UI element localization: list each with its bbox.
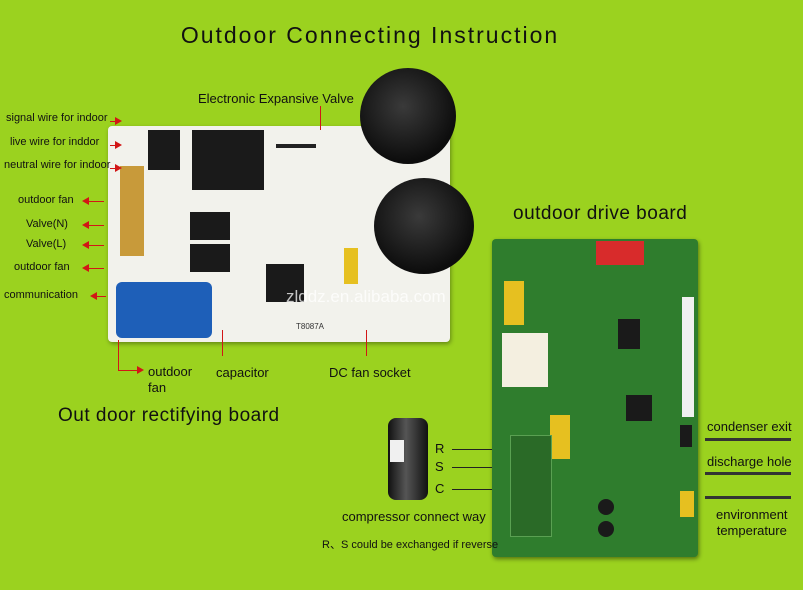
- label-valve-l: Valve(L): [26, 238, 67, 250]
- arrow-indicator: [110, 117, 122, 125]
- relay-component: [148, 130, 180, 170]
- compressor-caption: compressor connect way: [342, 509, 486, 524]
- connector: [682, 297, 694, 417]
- connector: [680, 425, 692, 447]
- terminal-s: S: [435, 459, 444, 474]
- arrow-indicator: [90, 292, 106, 300]
- label-condenser-exit: condenser exit: [707, 419, 792, 434]
- terminal-r: R: [435, 441, 445, 456]
- capacitor-component: [504, 281, 524, 325]
- label-live-wire: live wire for inddor: [10, 136, 100, 148]
- arrow-indicator: [110, 141, 122, 149]
- capacitor-component: [598, 499, 614, 515]
- terminal-line: [452, 449, 492, 450]
- capacitor-component: [550, 415, 570, 459]
- label-outdoor-fan-top: outdoor fan: [18, 194, 74, 206]
- label-environment-temperature: environment temperature: [716, 507, 788, 538]
- capacitor-component: [344, 248, 358, 284]
- label-expansion-valve: Electronic Expansive Valve: [198, 91, 354, 106]
- arrow-indicator: [222, 330, 223, 356]
- arrow-indicator: [110, 164, 122, 172]
- relay-component: [190, 212, 230, 240]
- fan-capacitor: [116, 282, 212, 338]
- arrow-indicator: [82, 241, 104, 249]
- arrow-indicator: [118, 366, 144, 374]
- arrow-indicator: [320, 106, 321, 130]
- chip-component: [618, 319, 640, 349]
- label-communication: communication: [4, 289, 78, 301]
- label-dc-fan-socket: DC fan socket: [329, 365, 411, 380]
- drive-board-title: outdoor drive board: [513, 203, 688, 224]
- label-discharge-hole: discharge hole: [707, 454, 792, 469]
- electrolytic-capacitor: [374, 178, 474, 274]
- sensor-probe: [705, 496, 791, 499]
- relay-component: [192, 130, 264, 190]
- compressor-note: R、S could be exchanged if reverse: [322, 539, 499, 551]
- relay-component: [502, 333, 548, 387]
- watermark: zlddz.en.alibaba.com: [286, 287, 446, 306]
- connector: [680, 491, 694, 517]
- label-outdoor-fan-bottom: outdoor fan: [14, 261, 70, 273]
- label-signal-wire: signal wire for indoor: [6, 112, 108, 124]
- terminal-block: [510, 435, 552, 537]
- connector: [276, 144, 316, 148]
- capacitor-component: [598, 521, 614, 537]
- arrow-indicator: [118, 340, 119, 370]
- wire-bundle: [120, 166, 144, 256]
- arrow-indicator: [82, 221, 104, 229]
- terminal-line: [452, 467, 492, 468]
- chip-component: [626, 395, 652, 421]
- arrow-indicator: [82, 197, 104, 205]
- rectifying-board-title: Out door rectifying board: [58, 405, 280, 426]
- relay-component: [190, 244, 230, 272]
- inductor-component: [266, 264, 304, 302]
- sensor-probe: [705, 472, 791, 475]
- electrolytic-capacitor: [360, 68, 456, 164]
- label-valve-n: Valve(N): [26, 218, 68, 230]
- dip-switch: [596, 241, 644, 265]
- sensor-probe: [705, 438, 791, 441]
- arrow-indicator: [366, 330, 367, 356]
- terminal-c: C: [435, 481, 445, 496]
- drive-board-image: [492, 239, 698, 557]
- board-print-text: T8087A: [296, 322, 325, 331]
- terminal-line: [452, 489, 492, 490]
- label-neutral-wire: neutral wire for indoor: [4, 159, 111, 171]
- arrow-indicator: [82, 264, 104, 272]
- label-outdoor-fan-bottom-caption: outdoor fan: [148, 364, 193, 395]
- compressor-label-sticker: [390, 440, 404, 462]
- page-title: Outdoor Connecting Instruction: [180, 22, 560, 48]
- label-capacitor: capacitor: [216, 365, 269, 380]
